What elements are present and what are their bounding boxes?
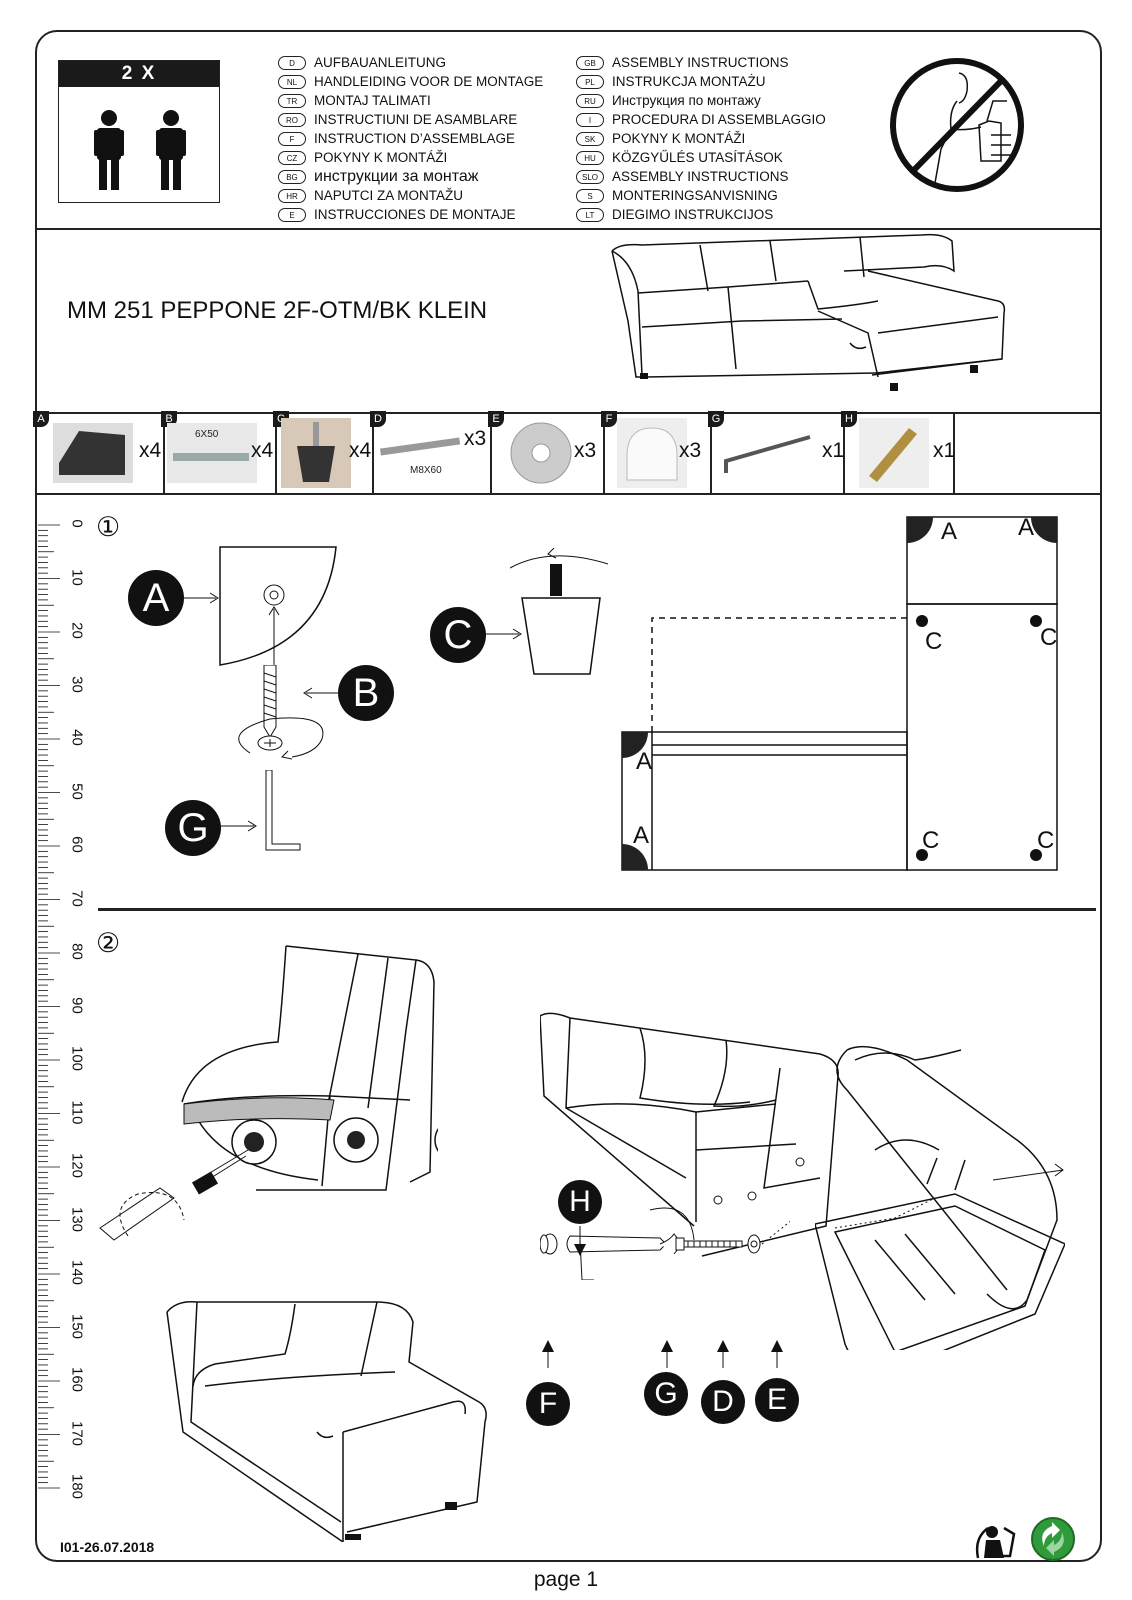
- part-g: G x1: [708, 411, 844, 493]
- ruler-label: 50: [68, 782, 86, 800]
- ruler-label: 140: [68, 1259, 86, 1286]
- corner-block-icon: [53, 423, 133, 483]
- step1-corner-block-diagram: [219, 546, 337, 666]
- part-b: B 6X50 x4: [161, 411, 275, 493]
- divider: [35, 493, 1102, 495]
- ruler-label: 130: [68, 1206, 86, 1232]
- callout-f: F: [526, 1382, 570, 1426]
- label-c: C: [1040, 624, 1058, 651]
- arrow-down-icon: [574, 1226, 586, 1256]
- callout-c: C: [430, 607, 486, 663]
- parts-list: A x4 B 6X50 x4 C x4 D M8X60 x3 E x3 F x3…: [33, 411, 1102, 493]
- bolt-icon: [379, 437, 461, 456]
- screw-icon: [167, 423, 257, 483]
- callout-h: H: [558, 1180, 602, 1224]
- arrow-icon: [485, 628, 522, 640]
- callout-a: A: [128, 570, 184, 626]
- ruler-label: 100: [68, 1045, 86, 1072]
- callout-b: B: [338, 665, 394, 721]
- ruler-label: 150: [68, 1313, 86, 1339]
- green-dot-icon: [1031, 1517, 1075, 1561]
- label-c: C: [925, 628, 943, 655]
- step1-allen-key-diagram: [265, 770, 301, 851]
- ruler-label: 160: [68, 1366, 86, 1393]
- ruler-label: 90: [68, 996, 86, 1014]
- arrow-icon: [182, 592, 219, 604]
- recycle-bin-icon: [975, 1526, 1016, 1559]
- corner-sofa-illustration: [611, 233, 1006, 391]
- label-a: A: [941, 518, 958, 545]
- ruler-label: 70: [68, 889, 86, 907]
- divider: [35, 228, 1102, 230]
- part-d: D M8X60 x3: [370, 411, 490, 493]
- part-a: A x4: [33, 411, 163, 493]
- measurement-ruler: [38, 524, 60, 1489]
- ruler-label: 20: [68, 622, 86, 639]
- ruler-label: 40: [68, 729, 86, 746]
- step1-screw-diagram: [238, 665, 324, 760]
- label-a: A: [1018, 514, 1035, 541]
- ruler-label: 0: [68, 519, 86, 528]
- cap-nut-icon: [617, 418, 687, 488]
- ruler-label: 110: [68, 1100, 86, 1124]
- step-divider: [98, 908, 1096, 911]
- washer-icon: [510, 422, 572, 484]
- callout-d: D: [701, 1380, 745, 1424]
- callout-g: G: [644, 1372, 688, 1416]
- label-c: C: [1037, 827, 1055, 854]
- no-sitting-icon: [890, 58, 1024, 192]
- product-title: MM 251 PEPPONE 2F-OTM/BK KLEIN: [67, 297, 488, 324]
- label-a: A: [633, 822, 650, 849]
- required-people-box: 2 X: [58, 60, 220, 203]
- part-c: C x4: [273, 411, 372, 493]
- label-a: A: [636, 748, 653, 775]
- ruler-label: 170: [68, 1420, 86, 1446]
- arrow-icon: [303, 687, 340, 699]
- callout-g: G: [165, 800, 221, 856]
- document-code: I01-26.07.2018: [60, 1539, 155, 1555]
- sofa-foot-icon: [281, 418, 351, 488]
- arrow-up-icon: [771, 1340, 783, 1368]
- part-h: H x1: [841, 411, 955, 493]
- ruler-label: 60: [68, 836, 86, 853]
- step2-storage-chaise-open: [815, 1045, 1065, 1350]
- divider: [35, 412, 1102, 414]
- allen-key-icon: [724, 435, 811, 473]
- part-f: F x3: [601, 411, 710, 493]
- step1-foot-diagram: [510, 548, 609, 675]
- callout-e: E: [755, 1378, 799, 1422]
- hex-tool-icon: [859, 418, 929, 488]
- step-2-number: ②: [96, 928, 121, 958]
- bottom-view-layout: [621, 516, 1058, 871]
- arrow-up-icon: [542, 1340, 554, 1368]
- ruler-label: 180: [68, 1473, 86, 1500]
- part-e: E x3: [488, 411, 603, 493]
- people-count-label: 2 X: [59, 61, 219, 87]
- step2-chaise-illustration: [166, 1300, 487, 1542]
- step2-sofa-module-illustration: [540, 1012, 839, 1257]
- two-people-icon: [94, 110, 186, 190]
- arrow-icon: [220, 820, 257, 832]
- ruler-label: 10: [68, 568, 86, 586]
- step-1-number: ①: [96, 512, 121, 542]
- ruler-label: 30: [68, 675, 86, 693]
- page-number: page 1: [533, 1568, 599, 1591]
- ruler-label: 80: [68, 943, 86, 960]
- arrow-up-icon: [717, 1340, 729, 1368]
- page-frame: [35, 30, 1102, 1562]
- label-c: C: [922, 827, 940, 854]
- step2-corner-module-illustration: [99, 945, 438, 1241]
- ruler-label: 120: [68, 1152, 86, 1179]
- arrow-up-icon: [661, 1340, 673, 1368]
